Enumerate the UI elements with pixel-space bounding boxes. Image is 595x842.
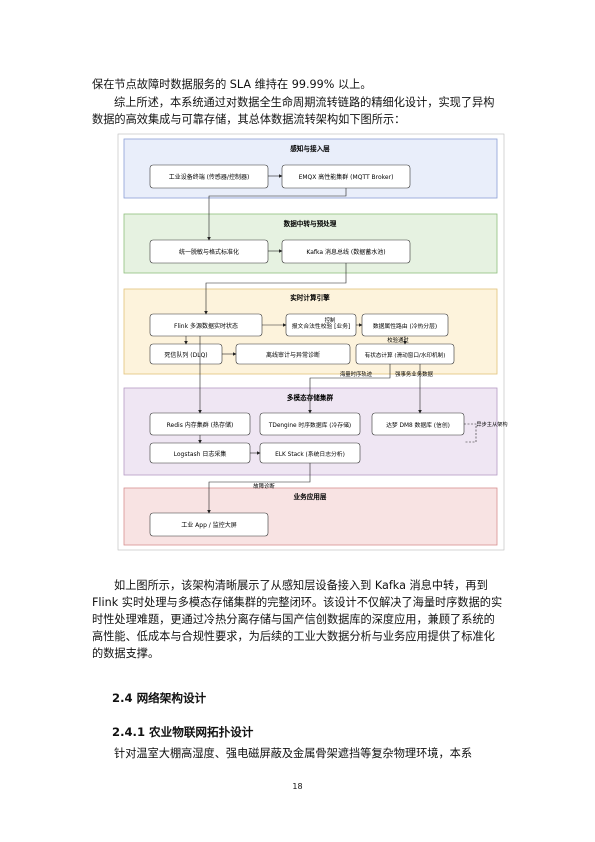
layer-transit-title: 数据中转与预处理 [284, 219, 337, 228]
edge-label-mass: 海量时序轨迹 [340, 370, 373, 378]
edge-label-fault: 故障诊断 [253, 482, 275, 490]
node-alarm-label: 报文合法性校验 [业务] [292, 322, 351, 330]
node-flink-label: Flink 多源数据实时状态 [174, 322, 238, 330]
paragraph-explanation: 如上图所示，该架构清晰展示了从感知层设备接入到 Kafka 消息中转，再到 Fl… [92, 579, 503, 660]
paragraph-summary: 综上所述，本系统通过对数据全生命周期流转链路的精细化设计，实现了异构数据的高效集… [92, 96, 495, 126]
edge-dm8-sync [464, 423, 477, 443]
edge-emqx-normalize [207, 188, 347, 241]
node-device [149, 164, 269, 189]
node-logstash-label: Logstash 日志采集 [174, 450, 227, 458]
node-offline-label: 离线审计与异常诊断 [266, 351, 320, 359]
paragraph-topology: 针对温室大棚高湿度、强电磁屏蔽及金属骨架遮挡等复杂物理环境，本系 [114, 747, 473, 760]
node-route-label: 数据属性路由 (冷热分层) [373, 322, 437, 330]
edge-window-tdengine [308, 364, 391, 414]
node-app-label: 工业 App / 监控大屏 [181, 521, 236, 529]
edge-label-sync: 异步主从架构 [476, 420, 507, 428]
section-heading-2-4: 2.4 网络架构设计 [112, 691, 207, 705]
node-device-label: 工业设备终端 (传感器/控制器) [169, 173, 250, 181]
layer-compute-title: 实时计算引擎 [290, 293, 330, 302]
node-kafka-label: Kafka 消息总线 (数据蓄水池) [306, 248, 385, 256]
edge-label-biz: 强事务业务数据 [395, 370, 433, 378]
node-elk-label: ELK Stack (系统日志分析) [275, 450, 345, 458]
node-normalize-label: 统一脱敏与格式标准化 [179, 248, 239, 256]
edge-kafka-flink [204, 263, 347, 315]
node-dlq-label: 死信队列 (DLQ) [164, 351, 207, 359]
node-emqx-label: EMQX 高性能集群 (MQTT Broker) [299, 173, 394, 181]
node-dm8-label: 达梦 DM8 数据库 (信创) [386, 421, 450, 429]
edge-label-ctrl: 控制 [325, 316, 336, 324]
layer-application-title: 业务应用层 [294, 492, 327, 501]
paragraph-sla: 保在节点故障时数据服务的 SLA 维持在 99.99% 以上。 [92, 78, 372, 91]
edge-elk-app [207, 463, 311, 514]
page-number: 18 [292, 782, 303, 791]
edge-label-check: 校验通过 [387, 336, 409, 344]
node-tdengine-label: TDengine 时序数据库 (冷存储) [268, 421, 351, 429]
node-window-label: 有状态计算 (滑动窗口/水印机制) [365, 351, 446, 359]
section-heading-2-4-1: 2.4.1 农业物联网拓扑设计 [112, 725, 254, 739]
layer-perception-title: 感知与接入层 [290, 144, 330, 153]
node-redis-label: Redis 内存集群 (热存储) [167, 421, 234, 429]
